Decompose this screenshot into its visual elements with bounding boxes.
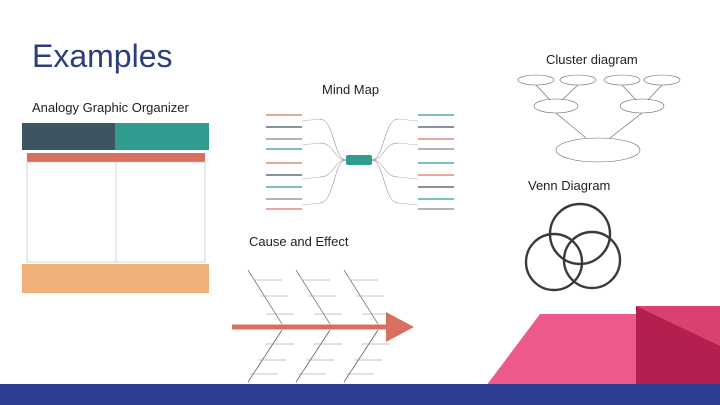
cause-effect-image	[232, 269, 414, 383]
venn-diagram-image	[524, 202, 622, 292]
slide-title: Examples	[32, 38, 173, 74]
mind-map-label: Mind Map	[322, 82, 380, 97]
analogy-organizer-label: Analogy Graphic Organizer	[32, 100, 189, 115]
mind-map-image	[266, 114, 454, 210]
cluster-diagram-image	[517, 74, 681, 163]
cluster-diagram-label: Cluster diagram	[546, 52, 638, 67]
venn-diagram-label: Venn Diagram	[528, 178, 611, 193]
bottom-accent-bar	[0, 384, 720, 405]
analogy-organizer-image	[22, 123, 209, 293]
decorative-shapes	[486, 306, 720, 386]
cause-effect-label: Cause and Effect	[249, 234, 349, 249]
